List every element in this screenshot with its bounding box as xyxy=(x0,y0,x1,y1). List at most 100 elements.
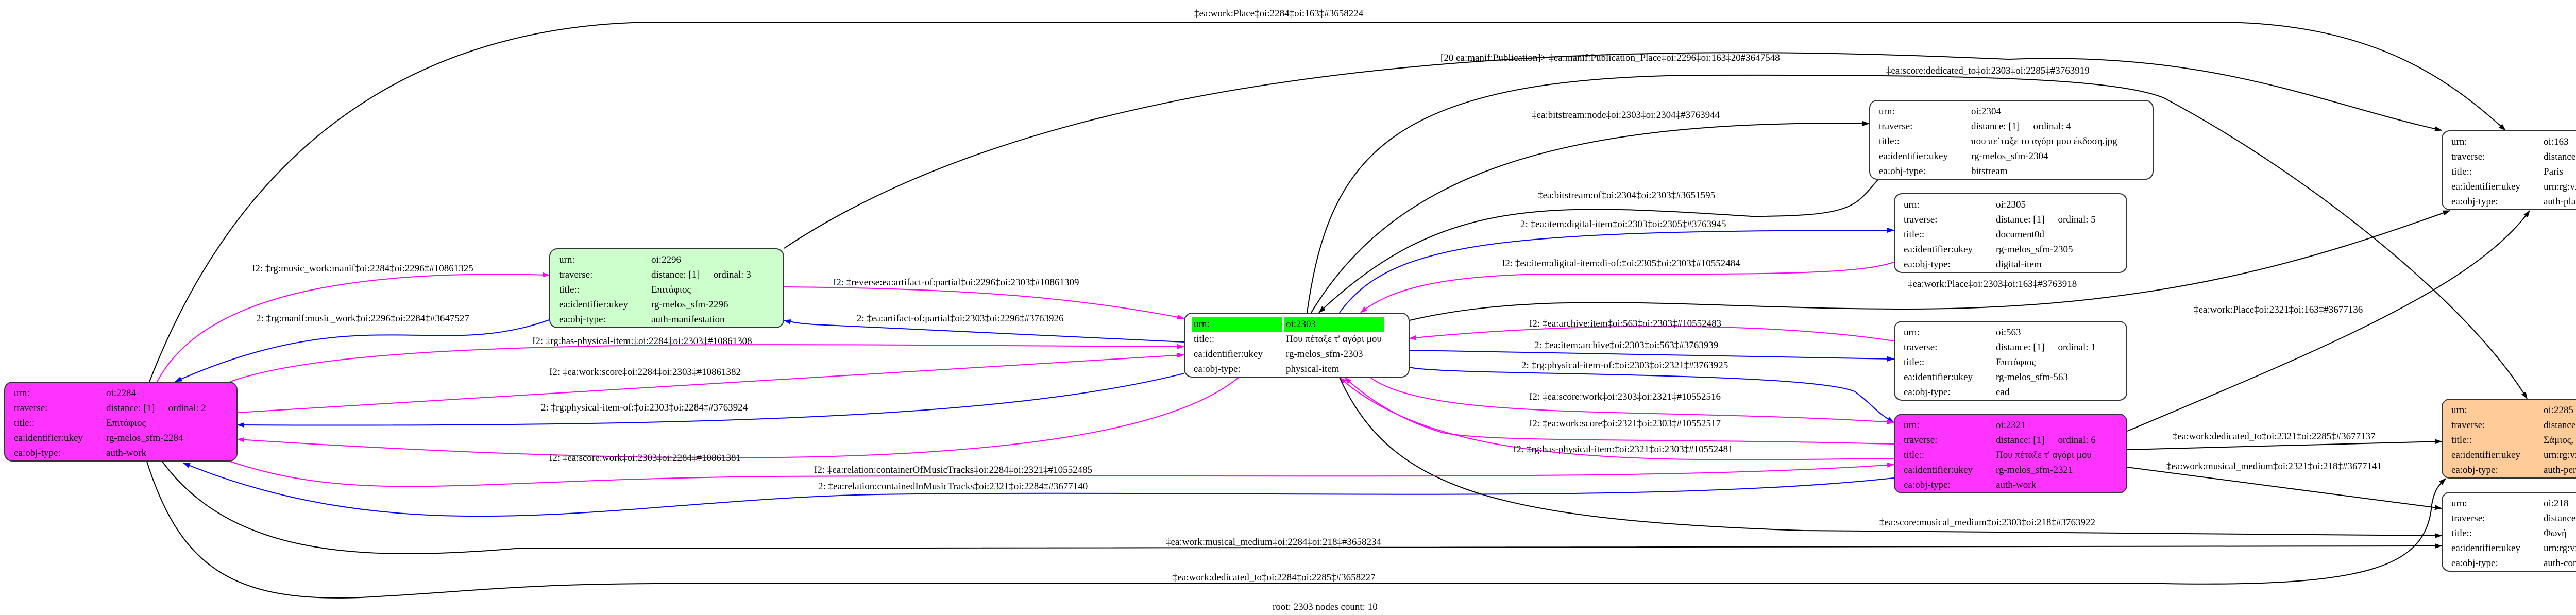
field-label: urn: xyxy=(1879,106,1895,117)
field-value-text: oi:2285 xyxy=(2544,404,2574,416)
field-value-text: auth-manifestation xyxy=(651,314,725,325)
edge-path xyxy=(237,352,1184,413)
field-value: oi:2284 xyxy=(104,386,208,401)
field-value: Επιτάφιος xyxy=(1994,355,2098,370)
field-value: rg-melos_sfm-2284 xyxy=(104,431,208,446)
field-label: traverse: xyxy=(2451,512,2485,524)
edge-path xyxy=(149,22,2506,382)
field-label: urn: xyxy=(2451,136,2467,147)
field-label: title:: xyxy=(2451,527,2472,539)
edge-path xyxy=(230,344,1184,382)
node-field-row: title::που πε΄ταξε το αγόρι μου έκδοση.j… xyxy=(1877,134,2120,149)
field-value-text: oi:163 xyxy=(2544,136,2569,147)
node-field-row: urn: oi:163 xyxy=(2449,134,2576,149)
field-label: title:: xyxy=(559,284,580,295)
edge-label: I2: ‡ea:archive:item‡oi:563‡oi:2303‡#105… xyxy=(1529,318,1721,329)
field-value: Επιτάφιος xyxy=(104,416,208,431)
field-value: physical-item xyxy=(1284,362,1384,377)
field-label: ea:identifier:ukey xyxy=(14,432,83,443)
field-value: Που πέταξε τ' αγόρι μου xyxy=(1994,448,2098,463)
edge-path xyxy=(1360,262,1894,313)
edge-path xyxy=(1409,367,1894,423)
field-value-text: Paris xyxy=(2544,166,2563,177)
node-field-row: traverse:distance: [1]ordinal: 9 xyxy=(2449,511,2576,526)
field-value: urn:rg:vx:id:central:484 xyxy=(2541,179,2576,194)
field-value: auth-place xyxy=(2541,194,2576,209)
node-field-row: ea:identifier:ukey urn:rg:vx:id:central:4… xyxy=(2449,179,2576,194)
field-value: auth-manifestation xyxy=(649,312,753,327)
edge-label: I2: ‡ea:work:score‡oi:2321‡oi:2303‡#1055… xyxy=(1529,418,1721,429)
edge-path xyxy=(1409,326,1894,341)
field-label: title:: xyxy=(2451,434,2472,446)
node-field-row: urn:oi:2321 xyxy=(1902,418,2098,433)
edge-label: ‡ea:work:dedicated_to‡oi:2284‡oi:2285‡#3… xyxy=(1173,572,1376,583)
field-value-text: Που πέταξε τ' αγόρι μου xyxy=(1996,449,2092,460)
field-label: title:: xyxy=(1194,333,1215,345)
field-value: distance: [1]ordinal: 3 xyxy=(649,267,753,282)
field-label: traverse: xyxy=(1904,214,1938,225)
field-value-text: distance: [1] xyxy=(1996,434,2045,446)
node-field-row: traverse:distance: [1]ordinal: 6 xyxy=(1902,433,2098,448)
edge-path xyxy=(157,272,550,382)
field-value-text: distance: [1] xyxy=(106,402,155,414)
field-label: urn: xyxy=(14,387,30,399)
field-value-text: physical-item xyxy=(1286,363,1340,374)
field-label: ea:obj-type: xyxy=(2451,557,2498,569)
field-label: urn: xyxy=(1904,327,1920,338)
node-field-row: title::Επιτάφιος xyxy=(557,282,753,297)
edge-label: I2: ‡rg:has-physical-item:‡oi:2321‡oi:23… xyxy=(1513,444,1733,455)
field-value-text: bitstream xyxy=(1971,165,2008,177)
field-value-text: ead xyxy=(1996,386,2010,398)
node-field-row: ea:identifier:ukey urn:rg:vx:id:central:1… xyxy=(2449,541,2576,556)
ordinal-value: ordinal: 1 xyxy=(2058,341,2096,353)
node-field-row: ea:obj-type:auth-work xyxy=(1902,477,2098,492)
edge-label: I2: ‡ea:work:score‡oi:2284‡oi:2303‡#1086… xyxy=(549,367,741,378)
edge-label: 2: ‡ea:relation:containedInMusicTracks‡o… xyxy=(818,481,1088,492)
field-value: που πε΄ταξε το αγόρι μου έκδοση.jpg xyxy=(1969,134,2120,149)
field-value: Που πέταξε τ' αγόρι μου xyxy=(1284,332,1384,347)
node-field-row: ea:identifier:ukeyurn:rg:vx:id:central:9… xyxy=(2449,448,2576,463)
field-value-text: auth-place xyxy=(2544,196,2576,207)
field-value: Επιτάφιος xyxy=(649,282,753,297)
field-value: oi:2303 xyxy=(1284,317,1384,332)
node-field-row: ea:obj-type:auth-place xyxy=(2449,194,2576,209)
node-field-row: ea:obj-type:bitstream xyxy=(1877,164,2120,179)
ordinal-value: ordinal: 6 xyxy=(2058,434,2096,446)
edge-label: 2: ‡ea:item:digital-item‡oi:2303‡oi:2305… xyxy=(1520,219,1726,230)
edge-label: ‡ea:work:Place‡oi:2303‡oi:163‡#3763918 xyxy=(1908,279,2077,289)
ordinal-value: ordinal: 2 xyxy=(168,402,206,414)
node-field-row: ea:obj-type:auth-concept xyxy=(2449,556,2576,571)
field-label: ea:identifier:ukey xyxy=(2451,542,2520,554)
field-value: bitstream xyxy=(1969,164,2120,179)
node-field-row: ea:obj-type:digital-item xyxy=(1902,257,2098,272)
field-value: oi:2285 xyxy=(2541,403,2576,418)
edge-label: ‡ea:work:Place‡oi:2321‡oi:163‡#3677136 xyxy=(2194,304,2363,315)
field-label: ea:identifier:ukey xyxy=(2451,181,2520,192)
node-field-row: urn:oi:563 xyxy=(1902,325,2098,340)
edge-label: [20 ea:manif:Publication]> ‡ea:manif:Pub… xyxy=(1440,53,1780,63)
field-value: rg-melos_sfm-2296 xyxy=(649,297,753,312)
field-value-text: Επιτάφιος xyxy=(1996,356,2036,368)
node-field-row: urn:oi:2304 xyxy=(1877,104,2120,119)
edge-path xyxy=(1339,228,1894,313)
node-field-row: urn:oi:2305 xyxy=(1902,197,2098,212)
field-value: urn:rg:vx:id:central:145 xyxy=(2541,541,2576,556)
